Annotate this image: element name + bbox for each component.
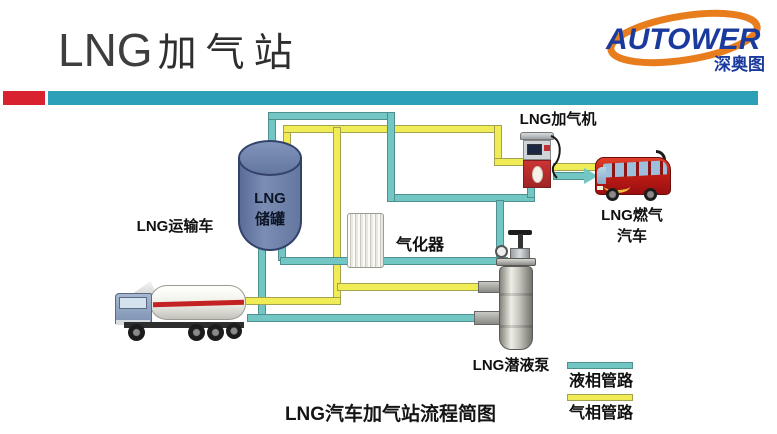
- logo-graphic: AUTOWER 深奥图: [605, 9, 765, 74]
- pipe-liquid-bottom-line: [247, 314, 481, 322]
- pipe-gas-pump-line: [337, 283, 483, 291]
- label-truck: LNG运输车: [136, 218, 214, 235]
- bus-wheel: [606, 188, 619, 201]
- pipe-liquid-mid-riser: [387, 112, 395, 202]
- label-dispenser: LNG加气机: [519, 111, 597, 128]
- pipe-liquid-vaporizer-line: [280, 257, 508, 265]
- truck-wheel: [207, 324, 224, 341]
- logo-swoosh-icon: [607, 9, 761, 67]
- pressure-gauge-icon: [495, 245, 508, 258]
- page-title: LNG 加气站: [58, 22, 302, 78]
- legend-gas-swatch: [567, 394, 633, 401]
- tank-label-line2: 储罐: [254, 211, 285, 228]
- lng-bus: [594, 150, 674, 201]
- dispenser-logo-oval: [532, 166, 543, 183]
- logo-sub-text: 深奥图: [714, 54, 765, 74]
- pipe-gas-truck-line: [245, 297, 341, 305]
- truck-cab-window: [119, 297, 147, 309]
- dispenser-screen: [527, 144, 542, 155]
- truck-wheel: [128, 324, 145, 341]
- label-pump: LNG潜液泵: [472, 357, 550, 374]
- bus-wheel: [644, 188, 657, 201]
- lng-dispenser: [519, 130, 563, 190]
- bus-body: [595, 157, 671, 195]
- tank-label-line1: LNG: [254, 190, 286, 207]
- pipe-liquid-mid-header: [387, 194, 535, 202]
- pipe-liquid-tank-drop: [258, 244, 266, 321]
- bus-windows: [603, 160, 667, 178]
- dispenser-body: [523, 160, 551, 188]
- pipe-gas-main-drop: [333, 127, 341, 305]
- lng-storage-tank-top: [238, 140, 302, 176]
- tank-label: LNG 储罐: [246, 188, 294, 230]
- legend-liquid-swatch: [567, 362, 633, 369]
- pump-valve-stem: [518, 234, 523, 250]
- logo-brand-text: AUTOWER: [605, 23, 761, 56]
- bus-headlight: [597, 186, 603, 190]
- label-vehicle-line2: 汽车: [616, 228, 647, 245]
- truck-chassis: [124, 322, 244, 328]
- lng-tanker-truck: [112, 280, 248, 342]
- truck-cab: [115, 293, 152, 325]
- pump-top-flange: [496, 258, 536, 266]
- vaporizer-radiator: [347, 213, 384, 268]
- pump-vessel: [499, 266, 533, 350]
- pipe-liquid-top-header: [268, 112, 395, 120]
- label-vehicle: LNG燃气 汽车: [596, 205, 668, 247]
- dispenser-hose-icon: [550, 135, 561, 179]
- bus-mirror: [656, 150, 666, 164]
- title-chinese: 加气站: [157, 32, 302, 75]
- label-vehicle-line1: LNG燃气: [601, 207, 663, 224]
- lng-submerged-pump: [494, 228, 540, 354]
- accent-bar-teal: [48, 91, 758, 105]
- label-vaporizer: 气化器: [395, 237, 444, 254]
- pump-valve-handwheel: [508, 230, 532, 235]
- truck-tank-stripe: [152, 299, 245, 308]
- accent-bar-red: [3, 91, 45, 105]
- dispenser-head: [523, 140, 551, 160]
- legend-gas-label: 气相管路: [568, 405, 633, 422]
- pump-band: [500, 325, 532, 328]
- truck-wheel: [188, 324, 205, 341]
- truck-wheel: [226, 323, 242, 339]
- diagram-caption: LNG汽车加气站流程简图: [284, 404, 497, 425]
- dispenser-button: [544, 145, 550, 151]
- bus-windshield: [597, 167, 606, 184]
- company-logo: AUTOWER 深奥图: [598, 6, 774, 82]
- flow-arrow-icon: [584, 168, 598, 184]
- truck-tank: [150, 285, 246, 320]
- legend-liquid-label: 液相管路: [568, 373, 633, 390]
- title-latin: LNG: [58, 24, 153, 76]
- pump-band: [500, 293, 532, 296]
